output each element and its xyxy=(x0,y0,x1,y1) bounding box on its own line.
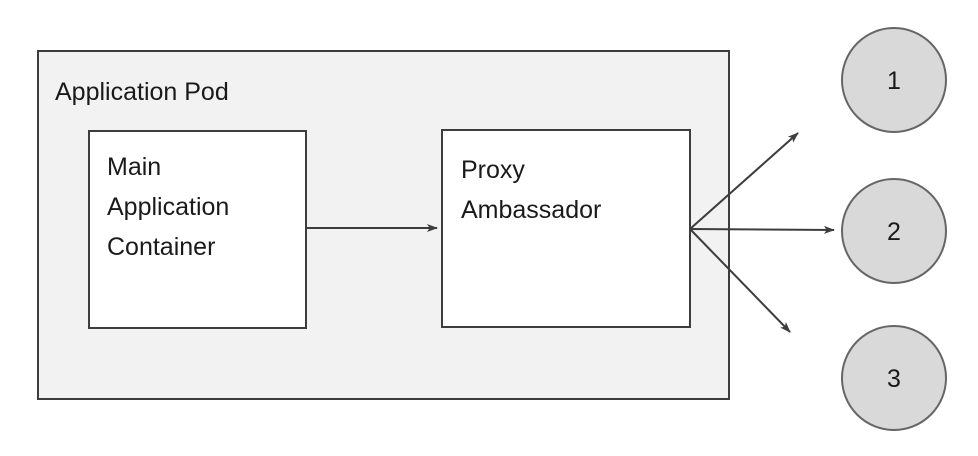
proxy-ambassador-container-label-line-2: Ambassador xyxy=(461,196,601,224)
proxy-ambassador-container-label-line-1: Proxy xyxy=(461,156,525,184)
service-3-circle[interactable] xyxy=(841,325,947,431)
proxy-to-service-2-arrow xyxy=(689,225,835,234)
service-1-circle[interactable] xyxy=(841,27,947,133)
service-1-label: 1 xyxy=(887,67,901,95)
proxy-to-service-1-arrow xyxy=(689,132,799,230)
main-application-container-label-line-3: Container xyxy=(107,233,215,261)
service-3-label: 3 xyxy=(887,365,901,393)
service-2-label: 2 xyxy=(887,218,901,246)
proxy-to-service-3-arrow xyxy=(689,228,791,333)
application-pod-label: Application Pod xyxy=(55,78,229,106)
main-application-container-label-line-2: Application xyxy=(107,193,229,221)
service-2-circle[interactable] xyxy=(841,178,947,284)
proxy-ambassador-container-box[interactable] xyxy=(441,129,691,328)
main-application-container-label-line-1: Main xyxy=(107,153,161,181)
main-application-container-box[interactable] xyxy=(88,130,307,329)
